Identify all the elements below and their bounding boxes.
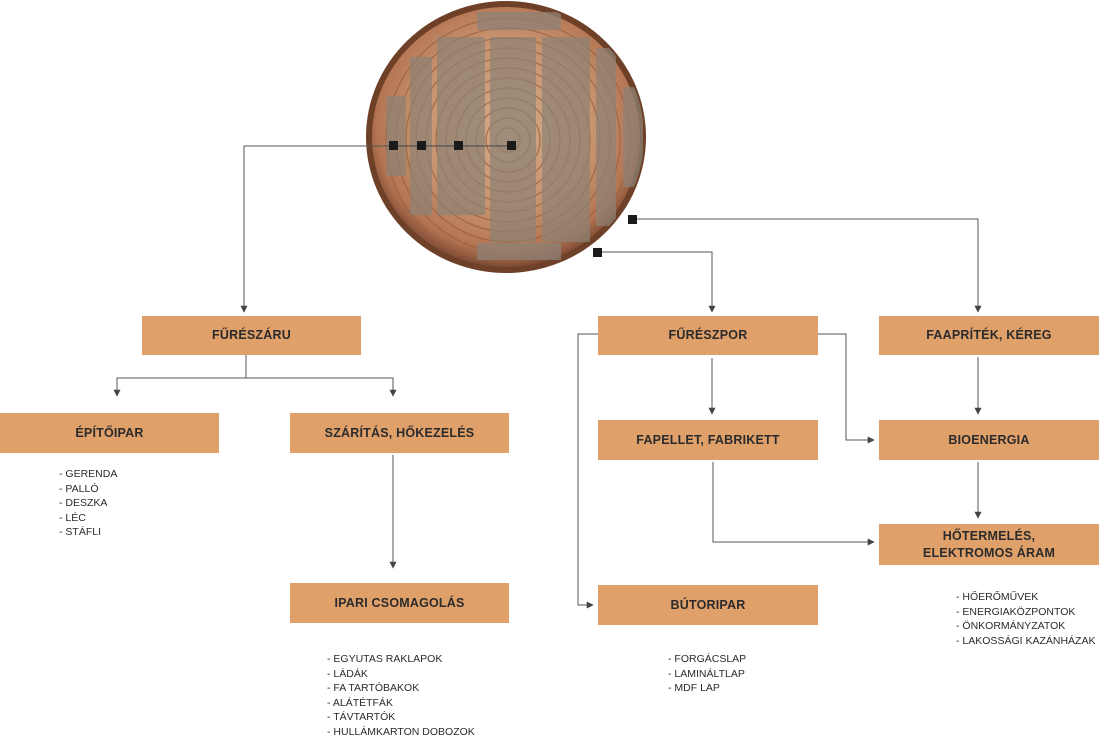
wood-log-cross-section-icon — [366, 1, 646, 273]
list-ipari-csomagolas: EGYUTAS RAKLAPOK LÁDÁK FA TARTÓBAKOK ALÁ… — [327, 652, 475, 740]
square-marker-icon — [454, 141, 463, 150]
box-fapellet: FAPELLET, FABRIKETT — [598, 420, 818, 460]
list-item: ÖNKORMÁNYZATOK — [956, 619, 1095, 634]
square-marker-icon — [507, 141, 516, 150]
connector-log-fureszaru — [240, 145, 394, 313]
box-fureszaru-label: FŰRÉSZÁRU — [212, 328, 291, 342]
box-fureszaru: FŰRÉSZÁRU — [142, 316, 361, 355]
square-marker-icon — [628, 215, 637, 224]
box-butoripar: BÚTORIPAR — [598, 585, 818, 625]
list-item: PALLÓ — [59, 482, 117, 497]
list-item: LAKOSSÁGI KAZÁNHÁZAK — [956, 634, 1095, 649]
box-fapellet-label: FAPELLET, FABRIKETT — [636, 432, 780, 447]
box-hotermeles-label: HŐTERMELÉS, ELEKTROMOS ÁRAM — [922, 528, 1056, 560]
box-epitoipar: ÉPÍTŐIPAR — [0, 413, 219, 453]
box-szaritas-label: SZÁRÍTÁS, HŐKEZELÉS — [324, 425, 475, 440]
box-szaritas: SZÁRÍTÁS, HŐKEZELÉS — [290, 413, 509, 453]
list-item: HŐERŐMŰVEK — [956, 590, 1095, 605]
square-marker-icon — [593, 248, 602, 257]
square-marker-icon — [417, 141, 426, 150]
box-hotermeles: HŐTERMELÉS, ELEKTROMOS ÁRAM — [879, 524, 1099, 565]
list-item: LÉC — [59, 511, 117, 526]
list-item: FORGÁCSLAP — [668, 652, 746, 667]
box-faapritek-label: FAAPRÍTÉK, KÉREG — [926, 328, 1052, 342]
box-fureszpor-label: FŰRÉSZPOR — [668, 328, 748, 342]
connector-fureszaru-szaritas — [246, 377, 397, 397]
connector-fureszaru-split — [113, 355, 247, 397]
box-bioenergia-label: BIOENERGIA — [948, 432, 1030, 447]
list-item: LAMINÁLTLAP — [668, 667, 746, 682]
list-item: GERENDA — [59, 467, 117, 482]
box-bioenergia: BIOENERGIA — [879, 420, 1099, 460]
square-marker-icon — [389, 141, 398, 150]
list-item: HULLÁMKARTON DOBOZOK — [327, 725, 474, 740]
box-ipari-csomagolas: IPARI CSOMAGOLÁS — [290, 583, 509, 623]
connector-log-fureszpor — [597, 251, 716, 313]
list-item: ALÁTÉTFÁK — [327, 696, 475, 711]
list-item: TÁVTARTÓK — [327, 710, 475, 725]
box-butoripar-label: BÚTORIPAR — [670, 597, 746, 612]
list-item: LÁDÁK — [327, 667, 475, 682]
list-item: STÁFLI — [59, 525, 117, 540]
connector-fureszpor-butoripar — [577, 333, 598, 609]
list-item: DESZKA — [59, 496, 117, 511]
list-epitoipar: GERENDA PALLÓ DESZKA LÉC STÁFLI — [59, 467, 117, 540]
box-faapritek: FAAPRÍTÉK, KÉREG — [879, 316, 1099, 355]
list-item: EGYUTAS RAKLAPOK — [327, 652, 475, 667]
connector-fapellet-hotermeles — [712, 462, 875, 546]
list-item: ENERGIAKÖZPONTOK — [956, 605, 1095, 620]
box-fureszpor: FŰRÉSZPOR — [598, 316, 818, 355]
list-item: FA TARTÓBAKOK — [327, 681, 475, 696]
connector-fureszpor-bioenergia — [818, 333, 875, 444]
list-hotermeles: HŐERŐMŰVEK ENERGIAKÖZPONTOK ÖNKORMÁNYZAT… — [956, 590, 1095, 648]
list-item: MDF LAP — [668, 681, 746, 696]
list-butoripar: FORGÁCSLAP LAMINÁLTLAP MDF LAP — [668, 652, 746, 696]
box-ipari-csomagolas-label: IPARI CSOMAGOLÁS — [334, 595, 465, 610]
connector-log-faapritek — [632, 218, 982, 313]
box-epitoipar-label: ÉPÍTŐIPAR — [75, 425, 144, 440]
